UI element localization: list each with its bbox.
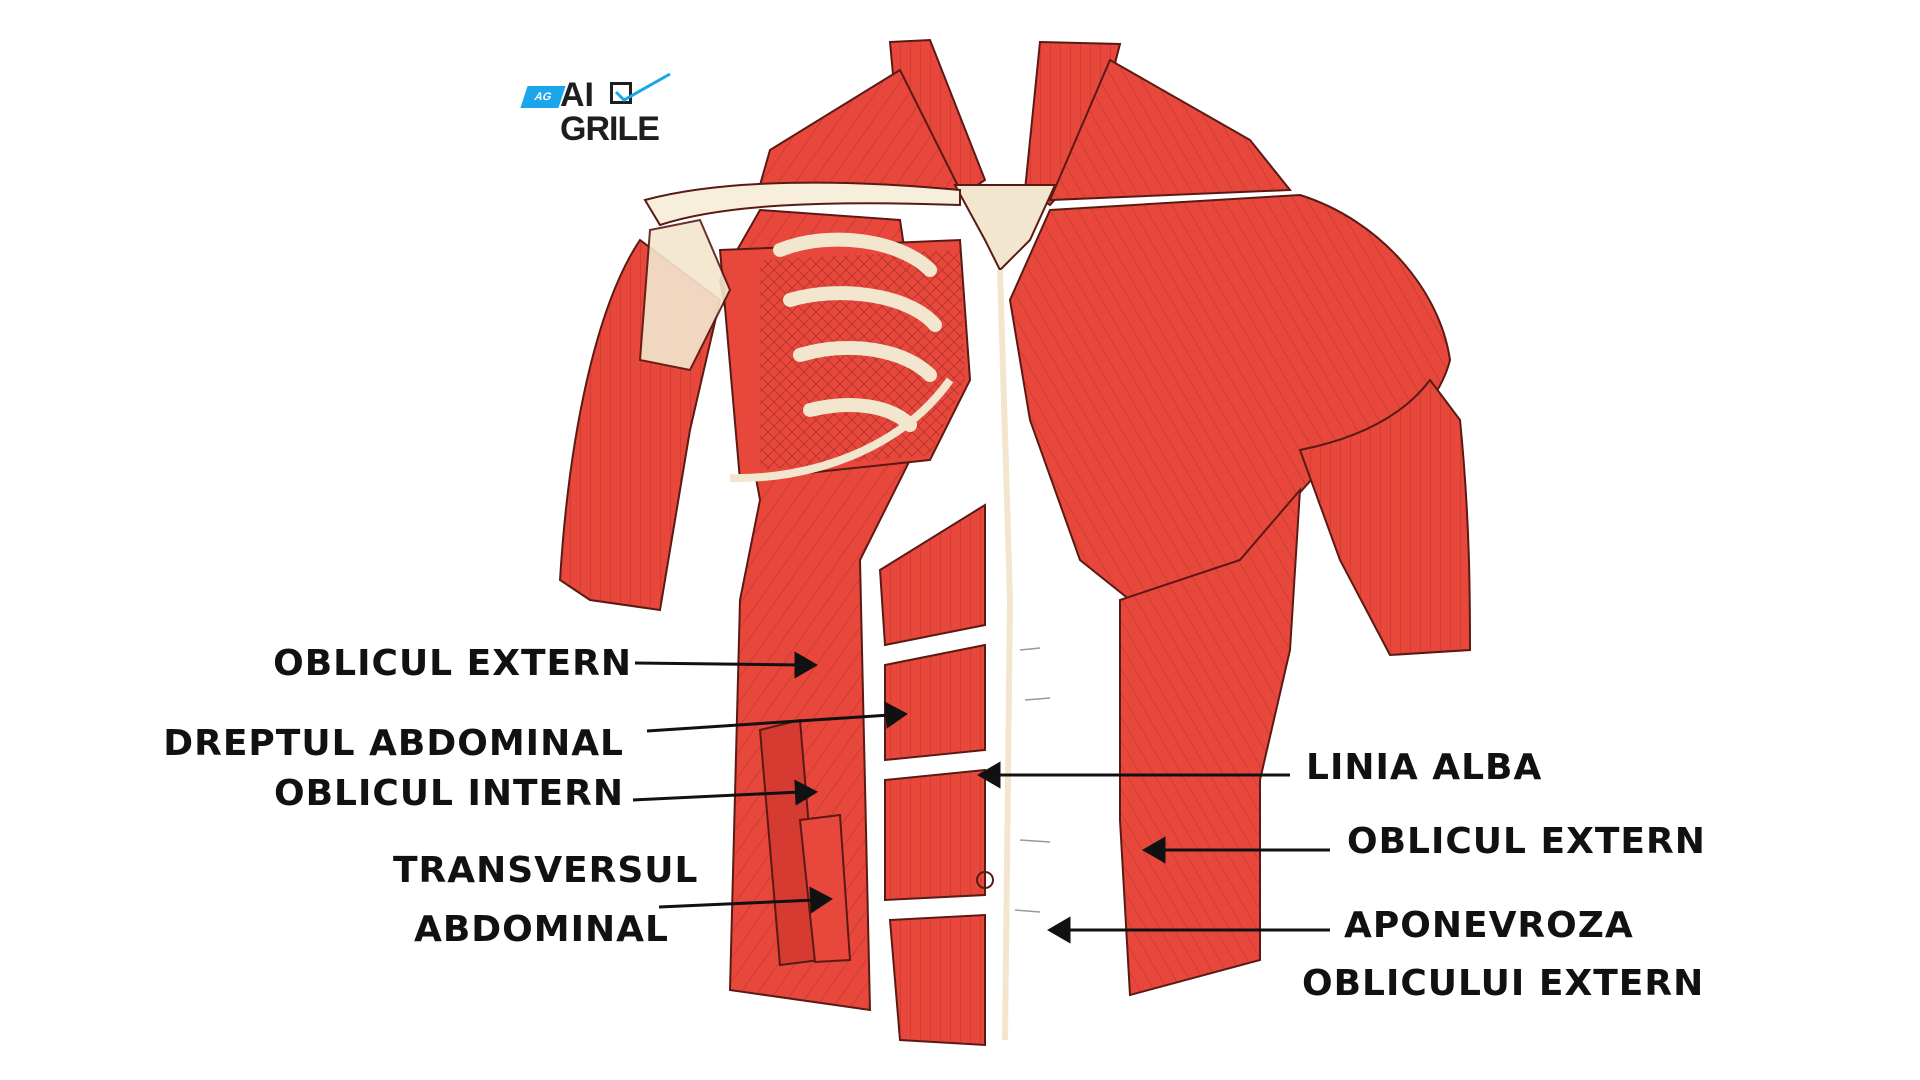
label-transversul: TRANSVERSUL — [393, 850, 699, 891]
ribcage-hatch — [760, 250, 965, 470]
sternum — [953, 184, 1057, 272]
costal-margin — [729, 377, 954, 483]
check-icon — [614, 72, 671, 102]
rib-4 — [803, 398, 917, 432]
arrowhead-transversul — [809, 886, 833, 914]
logo-ai-text: AI — [560, 76, 594, 114]
umbilicus — [976, 871, 994, 889]
rib-2 — [783, 286, 942, 332]
rectus-segment-3-fibers — [885, 770, 985, 900]
neck-muscle-right-fibers — [1025, 42, 1120, 205]
label-abdominal: ABDOMINAL — [414, 909, 669, 950]
transverse-strip — [798, 813, 852, 964]
rectus-segment-4-fibers — [890, 915, 985, 1045]
leader-lines — [632, 651, 1330, 944]
arrowhead-aponevroza — [1047, 916, 1071, 944]
logo-grile-text: GRILE — [560, 110, 660, 148]
rib-1 — [773, 232, 937, 277]
right-arm-muscle-fibers — [1300, 380, 1470, 655]
checkbox-icon — [610, 82, 632, 104]
rectus-segment-1-fibers — [880, 505, 985, 645]
leader-dreptul-abdominal — [646, 713, 891, 733]
label-aponevroza: APONEVROZA — [1344, 905, 1634, 946]
aponeurosis-mark-3 — [1019, 839, 1051, 843]
trapezius-left-fibers — [760, 70, 960, 190]
aponeurosis-mark-4 — [1014, 909, 1041, 913]
ai-grile-logo: AG AI GRILE — [520, 72, 684, 152]
leader-transversul — [658, 898, 816, 909]
right-pectoral-fibers — [1010, 195, 1450, 600]
label-oblicul-extern-left: OBLICUL EXTERN — [273, 643, 632, 684]
label-dreptul-abdominal: DREPTUL ABDOMINAL — [163, 723, 624, 764]
label-oblicului-extern: OBLICULUI EXTERN — [1302, 963, 1705, 1004]
rib-3 — [793, 340, 937, 382]
rectus-segment-2-fibers — [885, 645, 985, 760]
arrowhead-dreptul-abdominal — [884, 701, 908, 729]
arrowhead-oblicul-intern — [794, 779, 819, 806]
aponeurosis-mark-2 — [1024, 697, 1051, 701]
leader-oblicul-intern — [632, 790, 801, 802]
trapezius-right-fibers — [1050, 60, 1290, 200]
label-linia-alba: LINIA ALBA — [1306, 747, 1543, 788]
logo-badge: AG — [520, 86, 566, 108]
arrowhead-linia-alba — [977, 761, 1001, 789]
leader-oblicul-extern-left — [634, 661, 801, 667]
linea-alba — [997, 269, 1014, 1041]
arrowhead-oblicul-extern-left — [794, 651, 818, 679]
clavicle — [643, 181, 961, 227]
label-oblicul-intern: OBLICUL INTERN — [273, 773, 624, 814]
right-torso-oblique-fibers — [1120, 490, 1300, 995]
shoulder-tendons — [638, 218, 732, 372]
aponeurosis-mark-1 — [1019, 647, 1041, 651]
label-oblicul-extern-right: OBLICUL EXTERN — [1347, 821, 1706, 862]
arrowhead-oblicul-extern-right — [1142, 836, 1166, 864]
